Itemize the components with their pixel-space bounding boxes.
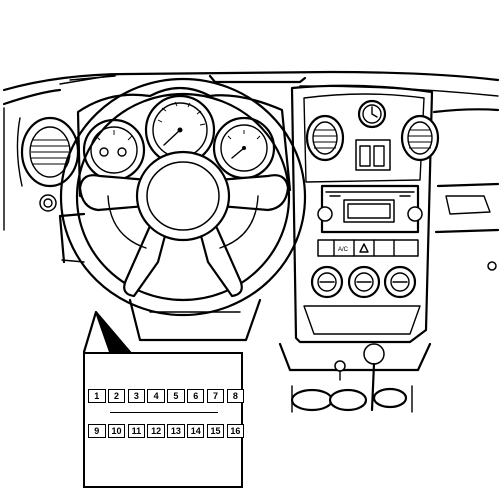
pin-2: 2 <box>107 389 126 403</box>
ac-button-label: A/C <box>338 247 349 253</box>
pin-3: 3 <box>127 389 146 403</box>
steering-wheel <box>59 77 307 317</box>
pin-5: 5 <box>167 389 185 403</box>
pin-14: 14 <box>186 424 205 438</box>
diagnostic-connector: 1 2 3 4 5 6 7 8 9 10 11 12 13 14 15 16 <box>88 389 245 441</box>
center-stack: A/C <box>290 84 440 344</box>
pin-10: 10 <box>107 424 126 438</box>
pin-8: 8 <box>226 389 245 403</box>
left-air-vent <box>16 116 80 212</box>
connector-callout-box <box>83 352 243 488</box>
pin-4: 4 <box>147 389 165 403</box>
pin-16: 16 <box>226 424 245 438</box>
pin-11: 11 <box>127 424 146 438</box>
center-console <box>278 342 432 413</box>
pin-13: 13 <box>167 424 185 438</box>
pin-9: 9 <box>88 424 106 438</box>
pointer-line <box>82 310 98 354</box>
pin-1: 1 <box>88 389 106 403</box>
instrument-cluster <box>76 86 292 198</box>
connector-pointer <box>95 311 133 353</box>
pin-6: 6 <box>186 389 205 403</box>
pin-7: 7 <box>206 389 225 403</box>
connector-bottom-row: 9 10 11 12 13 14 15 16 <box>88 424 246 439</box>
steering-column <box>58 212 262 342</box>
connector-divider-line <box>110 412 218 413</box>
connector-top-row: 1 2 3 4 5 6 7 8 <box>88 389 246 404</box>
pin-15: 15 <box>206 424 225 438</box>
pin-12: 12 <box>147 424 165 438</box>
right-dash <box>432 108 500 271</box>
